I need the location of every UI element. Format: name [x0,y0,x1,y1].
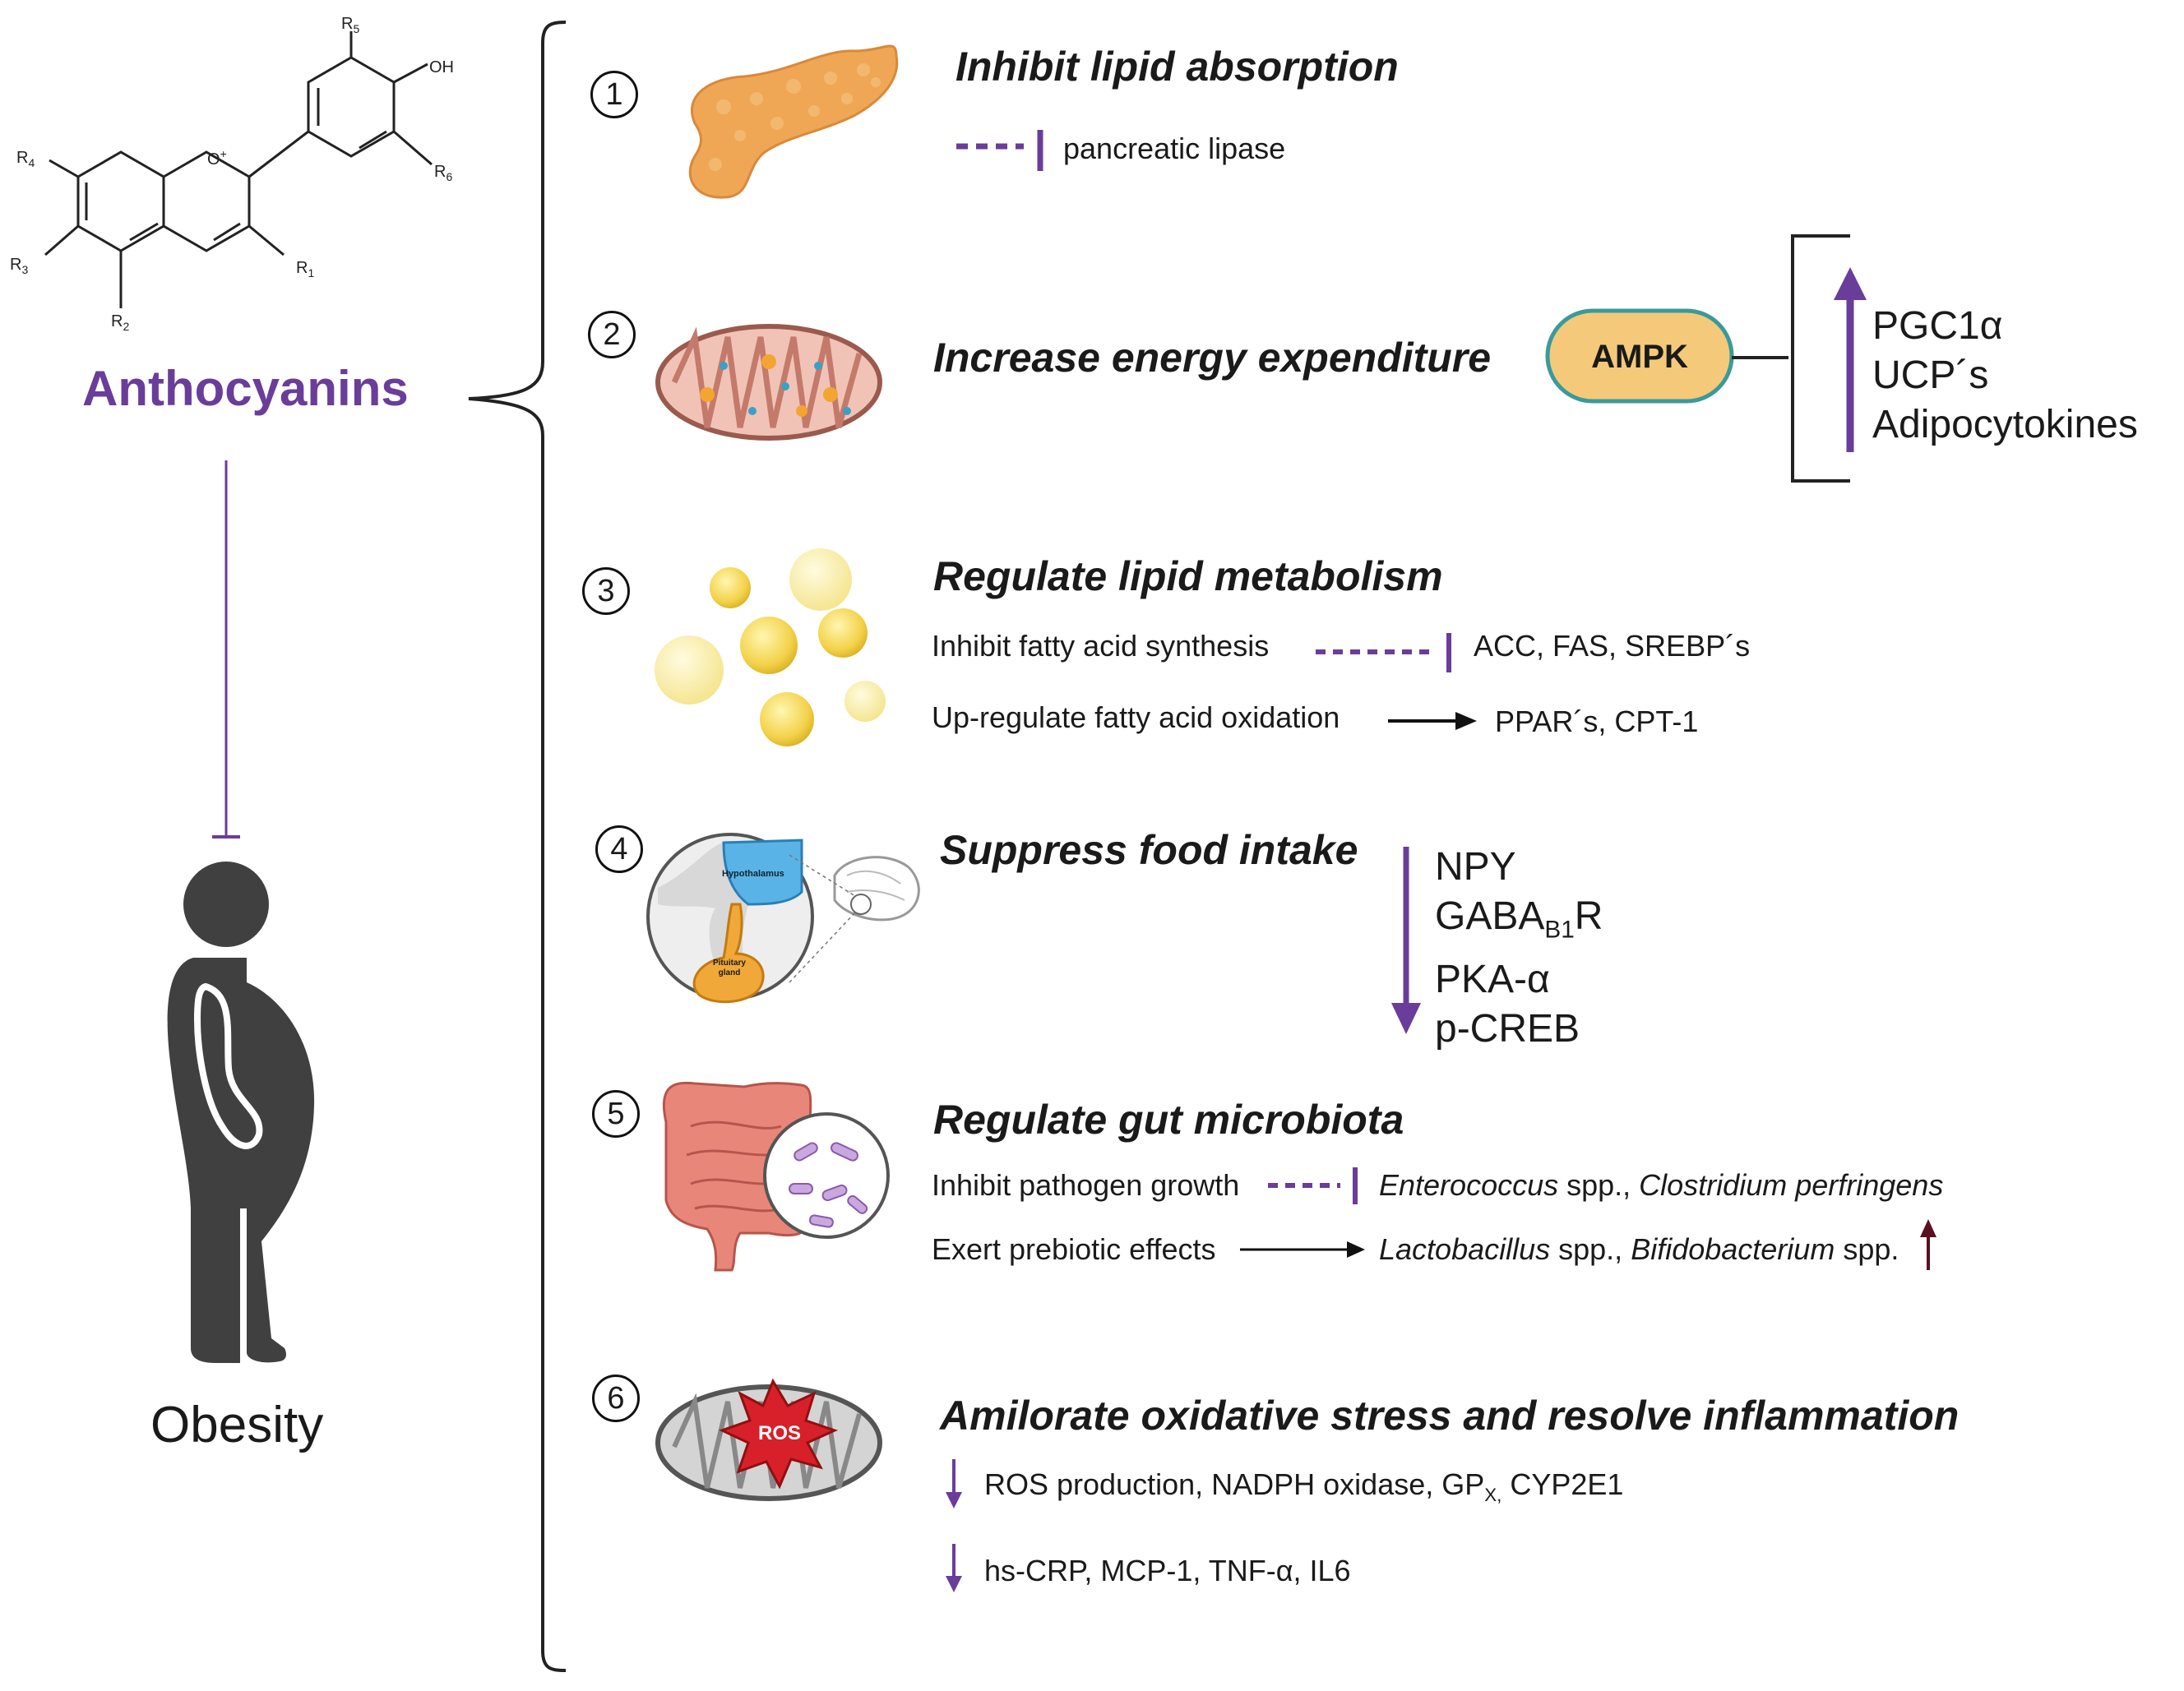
svg-text:R3: R3 [10,256,28,276]
svg-text:R6: R6 [434,163,452,183]
anthocyanin-structure-icon [44,31,433,308]
mechanism-5-row2-label: Exert prebiotic effects [932,1232,1216,1266]
mechanism-1-target: pancreatic lipase [1063,132,1286,165]
target-pcreb: p-CREB [1435,1006,1580,1051]
svg-text:OH: OH [429,58,454,76]
mechanism-3-row1-target: ACC, FAS, SREBP´s [1474,629,1751,663]
ros-mitochondria-icon [655,1378,882,1501]
step-number-1: 1 [590,71,638,118]
ampk-label: AMPK [1591,339,1688,375]
mechanism-5-row1-target: Enterococcus spp., Clostridium perfringe… [1379,1168,1944,1202]
anthocyanins-title: Anthocyanins [82,361,409,416]
mechanism-6-row2: hs-CRP, MCP-1, TNF-α, IL6 [984,1554,1351,1587]
upregulated-targets: PGC1α UCP´s Adipocytokines [1872,302,2138,450]
target-gabab1r: GABAB1R [1435,894,1603,944]
step-number-5: 5 [592,1090,640,1138]
svg-text:R5: R5 [341,15,359,35]
mechanism-3-row1-label: Inhibit fatty acid synthesis [932,629,1270,663]
ros-label: ROS [757,1422,801,1444]
mechanism-6-title: Amilorate oxidative stress and resolve i… [940,1393,1960,1439]
pituitary-label: Pituitary gland [712,959,746,977]
structure-labels: R5 OH R6 R4 R3 R2 R1 O+ [10,15,454,333]
hypothalamus-icon [646,833,920,1004]
obese-person-icon [167,862,315,1363]
intestine-icon [662,1081,890,1272]
obesity-label: Obesity [150,1397,324,1453]
lipid-droplets-icon [655,548,886,746]
mechanism-2-title: Increase energy expenditure [933,335,1492,381]
step-number-6: 6 [592,1375,640,1422]
hypothalamus-label: Hypothalamus [722,869,784,879]
svg-text:O+: O+ [207,147,227,169]
mechanism-3-title: Regulate lipid metabolism [933,553,1443,599]
mitochondria-icon [655,324,882,441]
mechanism-6-row1: ROS production, NADPH oxidase, GPX, CYP2… [984,1467,1624,1506]
target-pka: PKA-α [1435,957,1550,1001]
mechanism-1-title: Inhibit lipid absorption [956,44,1399,90]
downregulated-targets: NPY GABAB1R PKA-α p-CREB [1435,843,1603,1054]
step-number-2: 2 [588,311,636,358]
target-pgc1a: PGC1α [1872,304,2003,348]
svg-text:R4: R4 [16,149,35,169]
svg-text:R1: R1 [296,259,314,280]
mechanism-5-title: Regulate gut microbiota [933,1097,1404,1143]
grouping-brace [468,21,567,1672]
pancreas-icon [688,44,899,199]
step-number-4: 4 [595,825,643,873]
step-number-3: 3 [582,567,630,615]
mechanism-4-title: Suppress food intake [940,827,1358,873]
mechanism-3-row2-label: Up-regulate fatty acid oxidation [932,700,1340,734]
mechanism-3-row2-target: PPAR´s, CPT-1 [1495,705,1699,738]
target-ucps: UCP´s [1872,353,1989,397]
target-adipocytokines: Adipocytokines [1872,403,2138,446]
target-npy: NPY [1435,845,1516,889]
svg-text:R2: R2 [111,312,129,333]
mechanism-5-row1-label: Inhibit pathogen growth [932,1168,1240,1202]
mechanism-5-row2-target: Lactobacillus spp., Bifidobacterium spp. [1379,1232,1899,1266]
